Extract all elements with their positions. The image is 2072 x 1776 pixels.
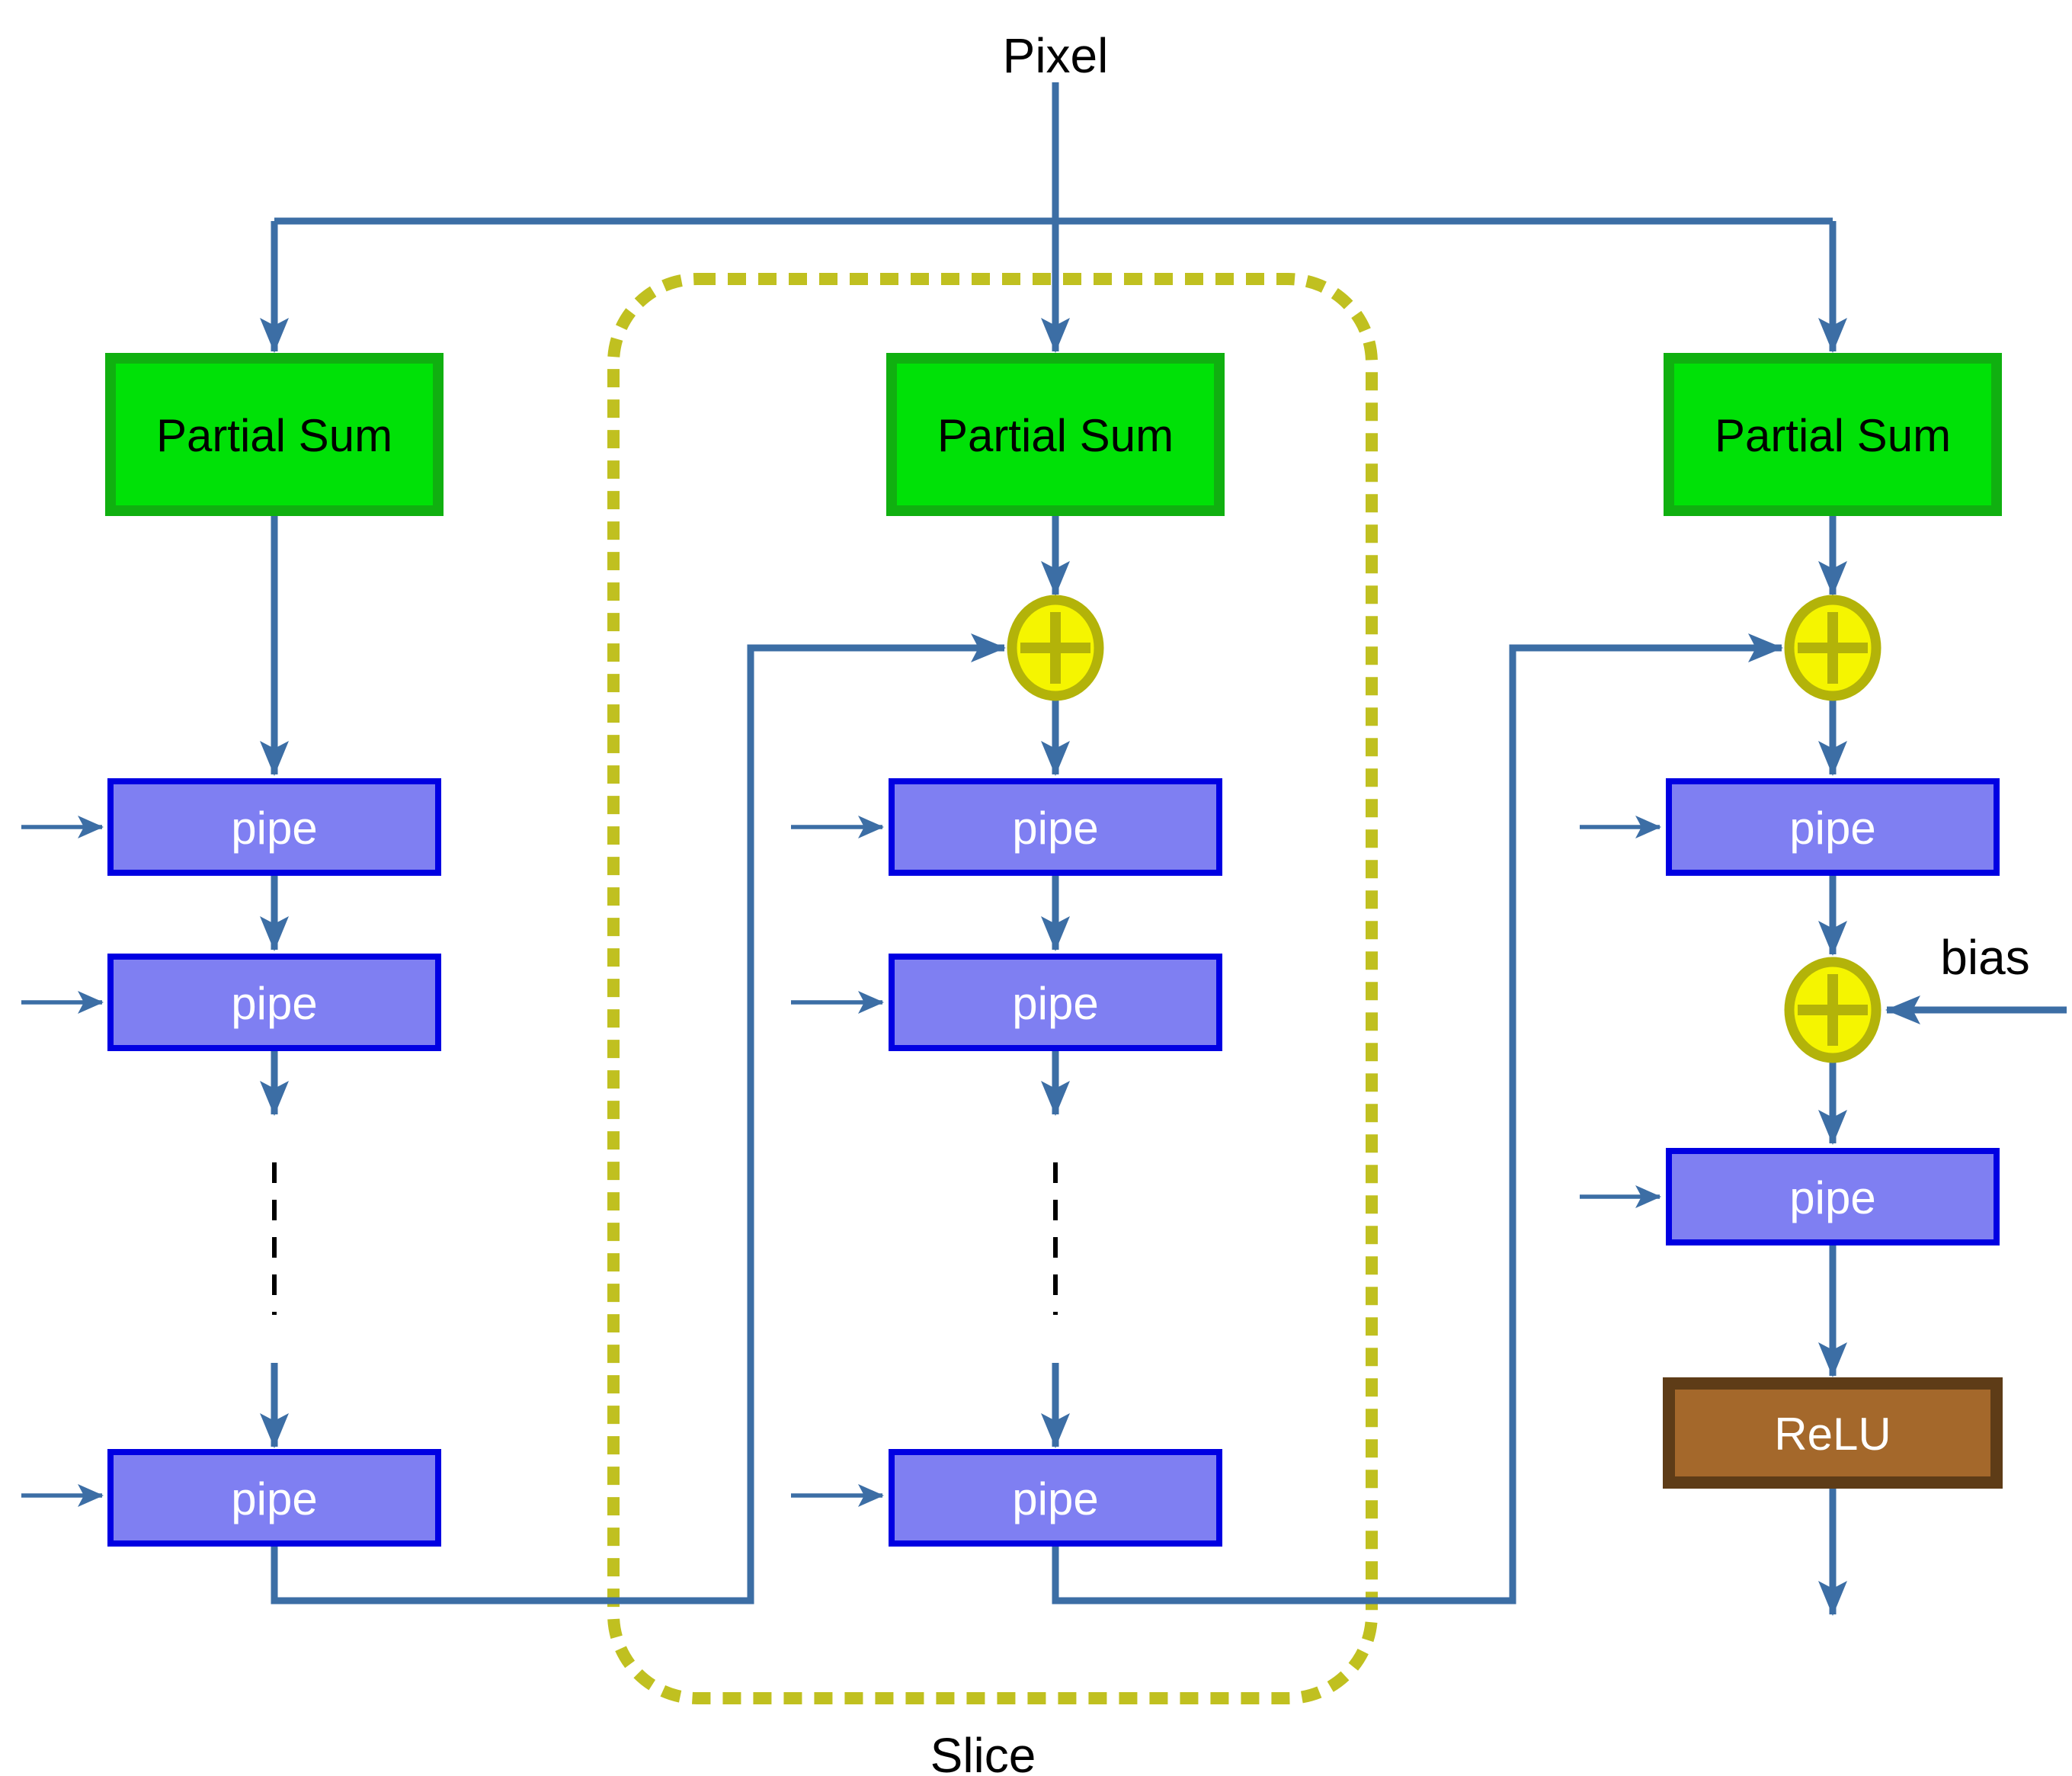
pipe-label: pipe — [1012, 803, 1098, 854]
relu-rect — [1663, 1377, 2003, 1489]
pipe-box-right-1: pipe — [1666, 778, 2000, 876]
pipe-rect — [107, 1449, 441, 1547]
pipe-rect — [1666, 1148, 2000, 1245]
bias-adder — [1784, 957, 1881, 1063]
pipe-label: pipe — [1789, 803, 1875, 854]
slice-boundary-dashed — [607, 273, 1378, 1704]
partial-sum-label-middle: Partial Sum — [937, 410, 1174, 461]
slice-label: Slice — [930, 1728, 1036, 1776]
feedback-line-middle-to-right-adder — [1052, 633, 1783, 1604]
partial-sum-rect-left — [105, 353, 444, 516]
pipe-label: pipe — [231, 978, 317, 1029]
pipe-rect — [1666, 778, 2000, 876]
pixel-label: Pixel — [1003, 28, 1109, 83]
partial-sum-rect-middle — [886, 353, 1225, 516]
partial-sum-box-right: Partial Sum — [1664, 353, 2002, 516]
partial-sum-label-right: Partial Sum — [1715, 410, 1951, 461]
relu-label: ReLU — [1774, 1409, 1891, 1460]
pipe-box-left-3: pipe — [107, 1449, 441, 1547]
adder-middle — [1007, 595, 1104, 701]
pipe-box-left-2: pipe — [107, 954, 441, 1051]
partial-sum-label-left: Partial Sum — [156, 410, 392, 461]
relu-box: ReLU — [1663, 1377, 2003, 1489]
pipe-rect — [107, 954, 441, 1051]
pipe-rect — [889, 1449, 1222, 1547]
pipe-box-left-1: pipe — [107, 778, 441, 876]
pipe-box-middle-3: pipe — [889, 1449, 1222, 1547]
partial-sum-box-middle: Partial Sum — [886, 353, 1225, 516]
partial-sum-rect-right — [1664, 353, 2002, 516]
pipe-label: pipe — [1789, 1172, 1875, 1223]
plus-icon — [1798, 974, 1868, 1046]
pipe-label: pipe — [1012, 1473, 1098, 1524]
pipe-box-right-2: pipe — [1666, 1148, 2000, 1245]
pipe-rect — [889, 778, 1222, 876]
bias-label: bias — [1940, 930, 2029, 985]
pipe-rect — [889, 954, 1222, 1051]
plus-icon — [1020, 612, 1090, 684]
feedback-line-left-to-middle-adder — [271, 633, 1006, 1604]
partial-sum-box-left: Partial Sum — [105, 353, 444, 516]
pipe-label: pipe — [231, 1473, 317, 1524]
adder-right — [1784, 595, 1881, 701]
pipe-label: pipe — [231, 803, 317, 854]
pipe-label: pipe — [1012, 978, 1098, 1029]
pipe-rect — [107, 778, 441, 876]
pipe-box-middle-1: pipe — [889, 778, 1222, 876]
pipe-box-middle-2: pipe — [889, 954, 1222, 1051]
plus-icon — [1798, 612, 1868, 684]
